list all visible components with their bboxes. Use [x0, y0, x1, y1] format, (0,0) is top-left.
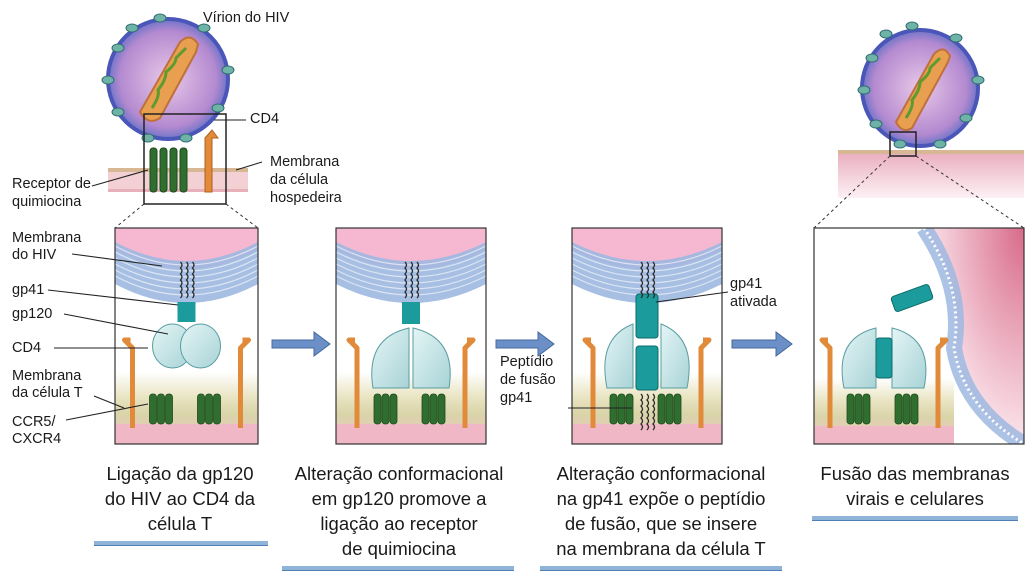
caption-2-line-4: de quimiocina — [278, 537, 520, 560]
ccr5-helix — [430, 394, 437, 424]
caption-1-underline — [94, 541, 268, 546]
panel-1 — [115, 228, 258, 444]
label-virion: Vírion do HIV — [203, 10, 289, 27]
label-gp120: gp120 — [12, 306, 52, 323]
label-gp41-active-1: gp41 — [730, 276, 762, 293]
ccr5-helix — [658, 394, 665, 424]
ccr5-helix — [198, 394, 205, 424]
hiv-virion-left — [102, 14, 234, 142]
label-ccr5-2: CXCR4 — [12, 431, 61, 448]
label-gp41: gp41 — [12, 282, 44, 299]
ccr5-helix — [382, 394, 389, 424]
caption-4-underline — [812, 516, 1018, 521]
ccr5-helix — [895, 394, 902, 424]
caption-3-line-4: na membrana da célula T — [536, 537, 786, 560]
ccr5-helix — [214, 394, 221, 424]
caption-2-line-2: em gp120 promove a — [278, 487, 520, 510]
label-tcell-membrane-2: da célula T — [12, 385, 83, 402]
caption-1-line-3: célula T — [90, 512, 270, 535]
label-fusion-peptide-2: de fusão — [500, 372, 556, 389]
label-gp41-active-2: ativada — [730, 294, 777, 311]
caption-1-line-1: Ligação da gp120 — [90, 462, 270, 485]
ccr5-helix — [166, 394, 173, 424]
ccr5-helix — [618, 394, 625, 424]
label-chemokine-receptor-2: quimiocina — [12, 194, 81, 211]
label-host-membrane-2: da célula — [270, 172, 328, 189]
ccr5-helix — [863, 394, 870, 424]
gp120-lobe — [181, 324, 221, 368]
gp41-hairpin — [876, 338, 892, 378]
label-ccr5-1: CCR5/ — [12, 414, 56, 431]
ccr5-helix — [422, 394, 429, 424]
label-fusion-peptide-3: gp41 — [500, 390, 532, 407]
label-cd4: CD4 — [12, 340, 41, 357]
ccr5-helix — [903, 394, 910, 424]
caption-2-line-1: Alteração conformacional — [278, 462, 520, 485]
panel-2 — [336, 228, 486, 444]
ccr5-helix — [610, 394, 617, 424]
caption-1-line-2: do HIV ao CD4 da — [90, 487, 270, 510]
caption-3-line-2: na gp41 expõe o peptídio — [536, 487, 786, 510]
label-hiv-membrane-1: Membrana — [12, 230, 81, 247]
ccr5-helix — [911, 394, 918, 424]
gp41-stalk — [402, 302, 420, 324]
caption-2-underline — [282, 566, 514, 571]
ccr5-helix — [674, 394, 681, 424]
ccr5-helix — [374, 394, 381, 424]
ccr5-helix — [855, 394, 862, 424]
caption-3-underline — [540, 566, 782, 571]
hiv-virion-right — [838, 22, 1024, 198]
ccr5-helix — [206, 394, 213, 424]
panel-4 — [814, 228, 1024, 444]
label-host-membrane-1: Membrana — [270, 154, 339, 171]
ccr5-helix — [626, 394, 633, 424]
ccr5-helix — [158, 394, 165, 424]
step-arrow-2 — [496, 332, 554, 356]
label-fusion-peptide-1: Peptídio — [500, 354, 553, 371]
panel-3 — [572, 228, 722, 444]
label-chemokine-receptor-1: Receptor de — [12, 176, 91, 193]
zoom-lines-left — [115, 204, 258, 228]
ccr5-helix — [666, 394, 673, 424]
panels — [115, 228, 1024, 444]
ccr5-helix — [150, 394, 157, 424]
ccr5-helix — [438, 394, 445, 424]
ccr5-helix — [390, 394, 397, 424]
ccr5-helix — [847, 394, 854, 424]
step-arrow-1 — [272, 332, 330, 356]
label-hiv-membrane-2: do HIV — [12, 247, 56, 264]
caption-3-line-3: de fusão, que se insere — [536, 512, 786, 535]
gp41-stalk — [178, 302, 196, 322]
caption-3-line-1: Alteração conformacional — [536, 462, 786, 485]
label-cd4-top: CD4 — [250, 111, 279, 128]
label-tcell-membrane-1: Membrana — [12, 368, 81, 385]
step-arrow-3 — [732, 332, 792, 356]
caption-4-line-2: virais e celulares — [806, 487, 1024, 510]
gp41-activated — [636, 346, 658, 390]
label-host-membrane-3: hospedeira — [270, 190, 342, 207]
caption-2-line-3: ligação ao receptor — [278, 512, 520, 535]
gp41-activated — [636, 294, 658, 338]
caption-4-line-1: Fusão das membranas — [806, 462, 1024, 485]
